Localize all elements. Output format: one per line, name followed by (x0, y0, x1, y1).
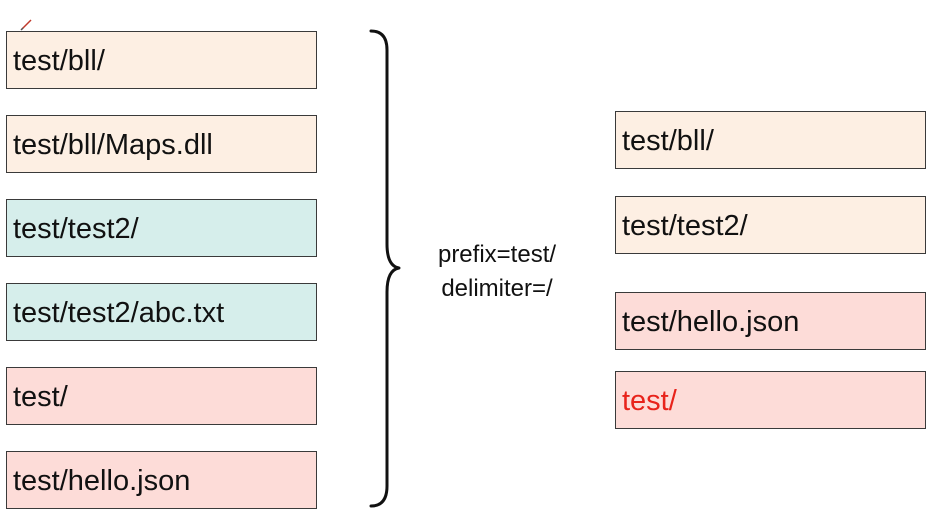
left-key-box: test/ (6, 367, 317, 425)
right-result-box: test/ (615, 371, 926, 429)
left-key-box: test/hello.json (6, 451, 317, 509)
left-key-label: test/bll/Maps.dll (13, 128, 213, 161)
left-key-box: test/test2/ (6, 199, 317, 257)
right-result-label: test/bll/ (622, 124, 714, 157)
left-key-label: test/ (13, 380, 68, 413)
right-result-box: test/hello.json (615, 292, 926, 350)
left-key-label: test/test2/abc.txt (13, 296, 225, 329)
right-result-label: test/test2/ (622, 209, 748, 242)
delimiter-parameter: delimiter=/ (441, 275, 553, 302)
left-key-box: test/test2/abc.txt (6, 283, 317, 341)
left-key-box: test/bll/Maps.dll (6, 115, 317, 173)
left-key-label: test/hello.json (13, 464, 191, 497)
right-result-label-highlighted: test/ (622, 384, 677, 417)
right-result-box: test/bll/ (615, 111, 926, 169)
left-key-box: test/bll/ (6, 31, 317, 89)
pen-cursor-icon (20, 19, 32, 31)
curly-brace-icon (369, 29, 401, 508)
right-result-label: test/hello.json (622, 305, 800, 338)
right-result-box: test/test2/ (615, 196, 926, 254)
left-key-label: test/test2/ (13, 212, 139, 245)
prefix-parameter: prefix=test/ (437, 241, 557, 268)
left-key-label: test/bll/ (13, 44, 105, 77)
